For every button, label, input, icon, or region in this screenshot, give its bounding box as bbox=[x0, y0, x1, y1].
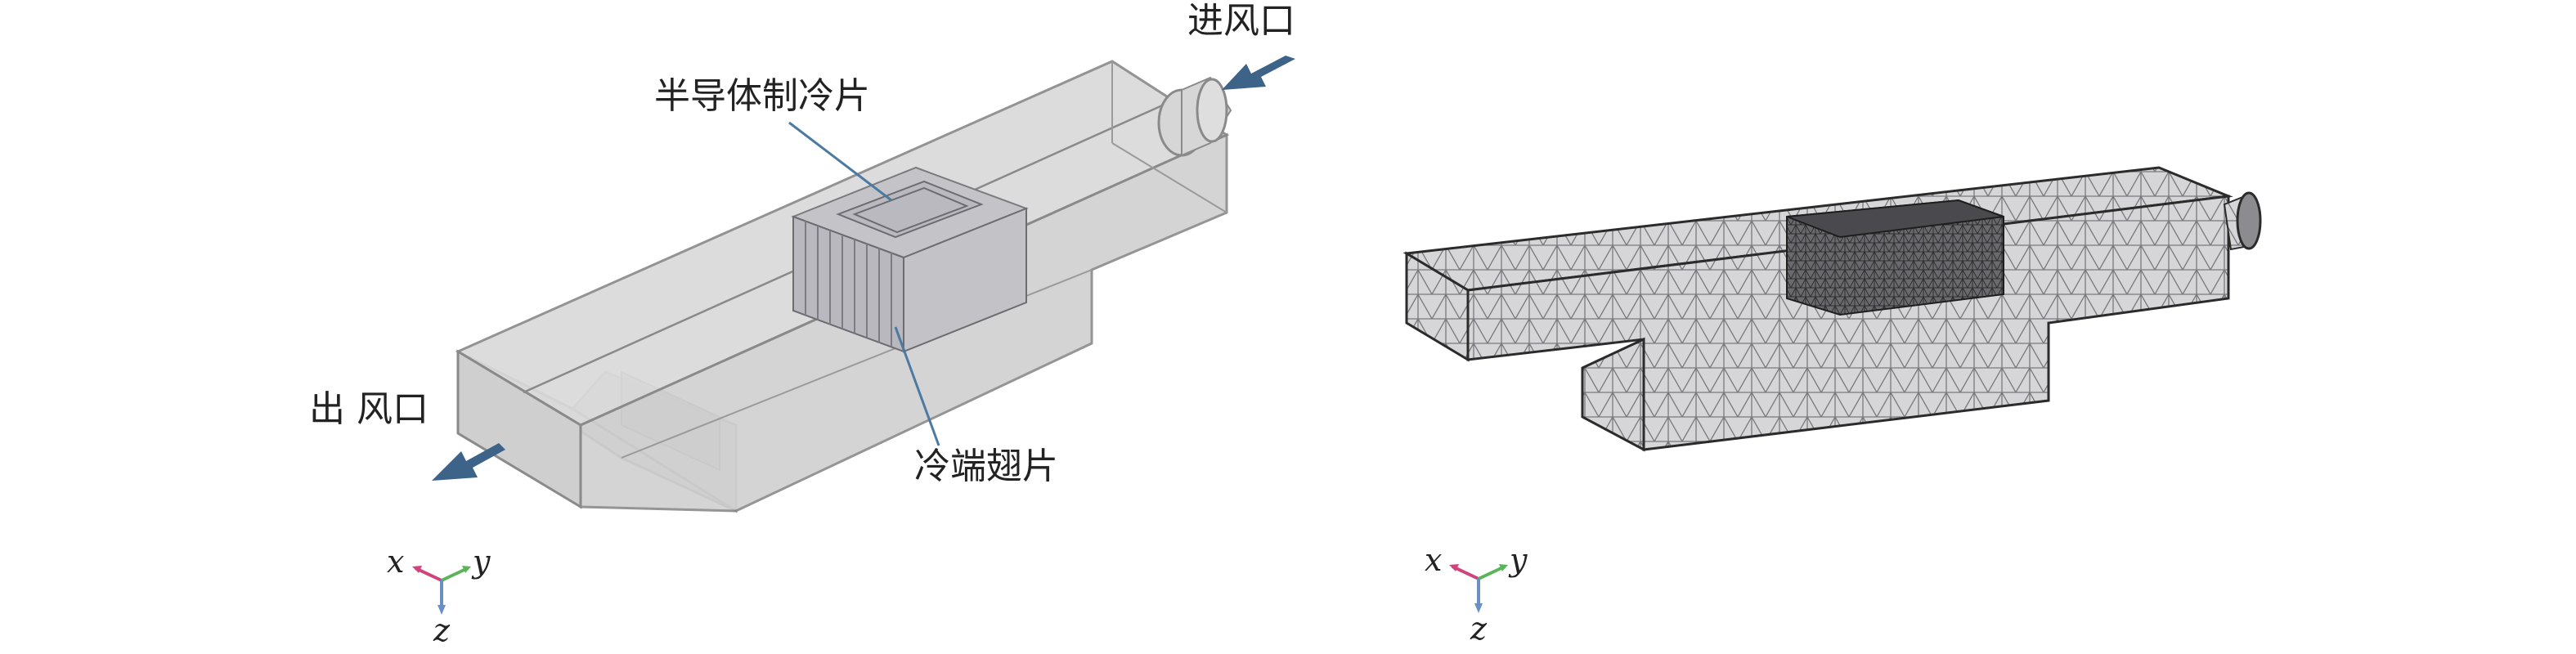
fin-lines bbox=[805, 221, 892, 347]
axis-x-label-right: x bbox=[1425, 542, 1442, 578]
outlet-flow-arrow bbox=[432, 443, 505, 481]
mesh-model: x y z bbox=[1402, 166, 2262, 647]
inlet-cylinder-face bbox=[1196, 78, 1228, 143]
inlet-flow-arrow bbox=[1222, 56, 1295, 90]
tec-plate-inner bbox=[852, 186, 969, 234]
duct-rear-bottom bbox=[1111, 142, 1227, 213]
tec-label: 半导体制冷片 bbox=[654, 75, 870, 117]
mesh-inlet-face bbox=[2236, 191, 2262, 250]
axis-triad-left: x y z bbox=[387, 544, 491, 648]
fins-leader-line bbox=[894, 326, 940, 446]
fin-block-side bbox=[903, 207, 1027, 353]
mesh-step-end bbox=[1581, 337, 1645, 452]
mesh-fin-block-top bbox=[1786, 199, 2004, 239]
axis-z-label: z bbox=[433, 612, 451, 648]
axis-y-label-right: y bbox=[1508, 542, 1528, 578]
axis-z-label-right: z bbox=[1470, 611, 1488, 647]
tec-leader-line bbox=[788, 121, 892, 202]
axis-y-label: y bbox=[471, 544, 491, 580]
axis-x-label: x bbox=[387, 544, 404, 580]
geometry-model: 进风口 半导体制冷片 出 风口 冷端翅片 x y z bbox=[309, 0, 1295, 648]
inlet-label: 进风口 bbox=[1187, 0, 1295, 42]
cold-fins-label: 冷端翅片 bbox=[914, 446, 1058, 487]
axis-triad-right: x y z bbox=[1425, 542, 1528, 647]
mesh-left-end bbox=[1405, 251, 1470, 362]
outlet-label: 出 风口 bbox=[309, 388, 429, 430]
